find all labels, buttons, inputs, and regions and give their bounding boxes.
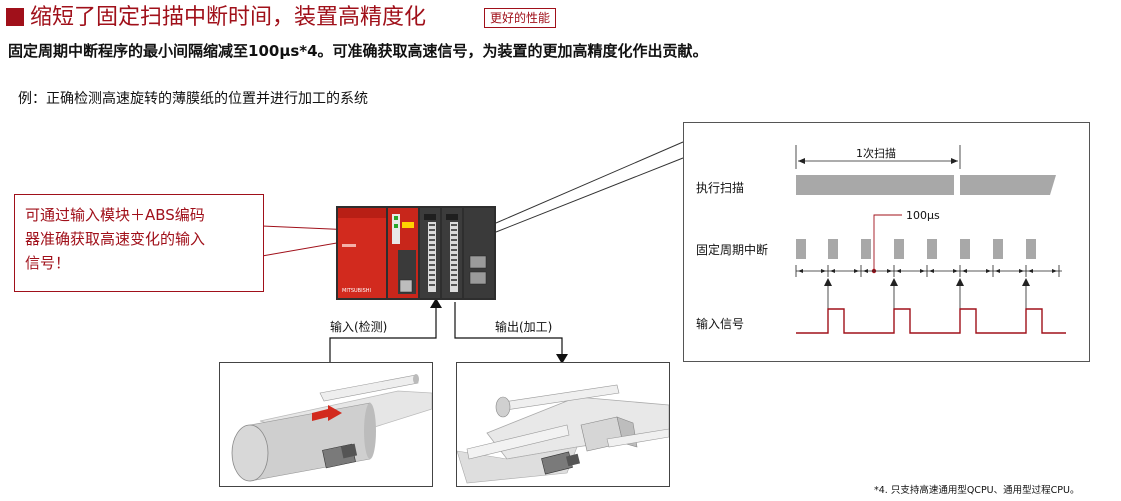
panel-leader-top [495, 141, 684, 224]
scan-bar-2 [960, 175, 1056, 195]
scan-label: 执行扫描 [696, 181, 745, 195]
input-signal-label: 输入信号 [696, 317, 745, 331]
feature-badge: 更好的性能 [484, 8, 557, 28]
interrupt-blocks [796, 239, 1036, 259]
output-process-label: 输出(加工) [495, 320, 553, 334]
scan-bar-1 [796, 175, 954, 195]
timing-diagram: 1次扫描 100μs [795, 145, 1066, 334]
plc-network-module [464, 208, 494, 298]
plc-cpu-port [399, 279, 413, 293]
page-title-text: 缩短了固定扫描中断时间，装置高精度化 [30, 5, 427, 30]
panel-leader-bottom [495, 157, 684, 233]
output-processing-photo [456, 362, 670, 487]
interrupt-label: 固定周期中断 [696, 243, 769, 257]
interval-leader [873, 214, 902, 271]
input-arrow-head [430, 298, 442, 308]
plc-brand: MITSUBISHI [342, 288, 371, 294]
callout-line-3: 信号！ [25, 254, 71, 272]
plc-power-supply [338, 208, 386, 298]
input-detection-photo [219, 362, 433, 487]
interval-text: 100μs [906, 209, 940, 222]
output-line [454, 302, 563, 356]
film-direction-arrow [312, 405, 342, 421]
one-scan-text: 1次扫描 [856, 146, 896, 160]
input-signal-waveform [796, 308, 1066, 334]
footnote: *4. 只支持高速通用型QCPU、通用型过程CPU。 [874, 485, 1080, 496]
page-subtitle: 固定周期中断程序的最小间隔缩减至100μs*4。可准确获取高速信号，为装置的更加… [8, 42, 708, 60]
sample-arrows [827, 283, 1027, 309]
callout-line-2: 器准确获取高速变化的输入 [25, 230, 206, 248]
input-detect-label: 输入(检测) [330, 320, 388, 334]
plc-network-port-2 [469, 271, 487, 285]
callout-box: 可通过输入模块＋ABS编码 器准确获取高速变化的输入 信号！ [14, 194, 264, 292]
callout-line-1: 可通过输入模块＋ABS编码 [25, 206, 205, 224]
plc-illustration: MITSUBISHI [336, 206, 496, 300]
input-line [329, 306, 437, 366]
film-roll-end [231, 424, 269, 482]
page-title: 缩短了固定扫描中断时间，装置高精度化 [6, 4, 426, 32]
timing-panel: 执行扫描 固定周期中断 输入信号 1次扫描 100μs [683, 122, 1090, 362]
plc-network-port-1 [469, 255, 487, 269]
example-caption: 例：正确检测高速旋转的薄膜纸的位置并进行加工的系统 [18, 91, 368, 107]
output-arrow-head [556, 354, 568, 364]
title-square-icon [6, 8, 24, 26]
